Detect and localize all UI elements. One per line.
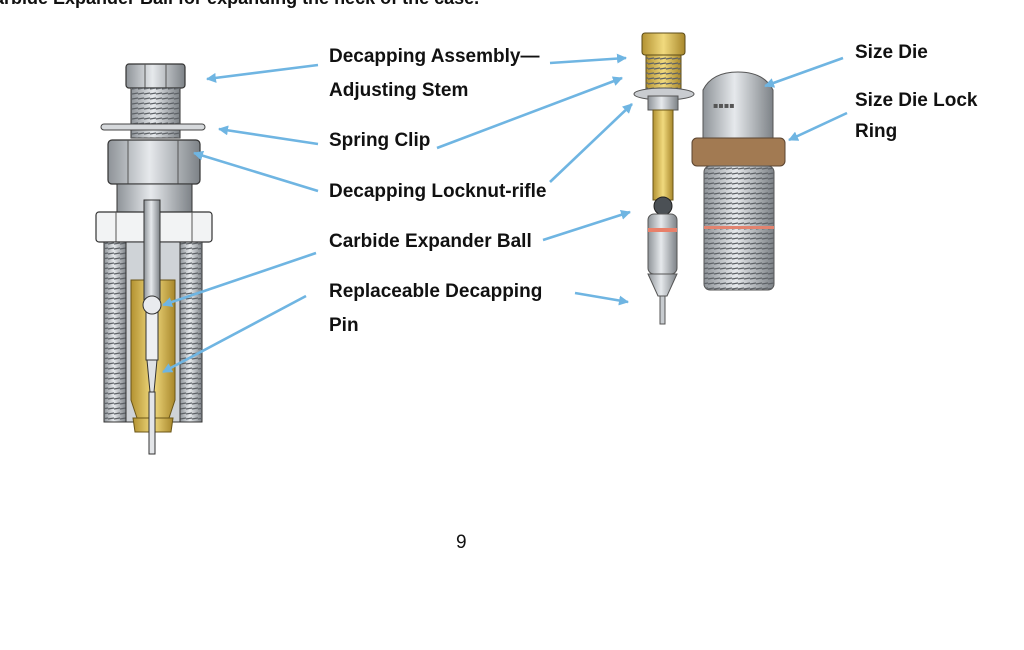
arrow-lock-ring [788, 111, 848, 142]
arrow-clip-to-drawing [218, 125, 319, 146]
die-cutaway-illustration [95, 63, 213, 455]
arrow-ball-to-photo [542, 209, 631, 242]
label-carbide-expander-ball: Carbide Expander Ball [329, 231, 532, 252]
label-size-die: Size Die [855, 42, 928, 63]
callout-arrows [162, 53, 848, 374]
arrow-size-die [764, 56, 844, 88]
label-decapping-locknut: Decapping Locknut-rifle [329, 181, 547, 202]
arrow-locknut-to-photo [549, 103, 633, 183]
label-spring-clip: Spring Clip [329, 130, 431, 151]
arrow-pin-to-drawing [162, 294, 307, 374]
arrow-clip-to-photo [436, 76, 623, 150]
arrow-ball-to-drawing [162, 251, 317, 307]
arrow-assembly-to-stem [206, 63, 319, 83]
page-number: 9 [456, 532, 467, 553]
size-die-photo: ▪▪▪▪ [691, 71, 786, 291]
label-decapping-assembly: Decapping Assembly—Adjusting Stem [329, 46, 540, 101]
decapping-assembly-photo [633, 32, 695, 325]
arrow-assembly-to-photo [549, 53, 627, 65]
arrow-pin-to-photo [574, 291, 629, 306]
die-engraving-marks: ▪▪▪▪ [713, 101, 735, 110]
intro-text-fragment: arbide Expander Ball for expanding the n… [0, 0, 479, 9]
arrow-locknut-to-drawing [193, 150, 319, 193]
